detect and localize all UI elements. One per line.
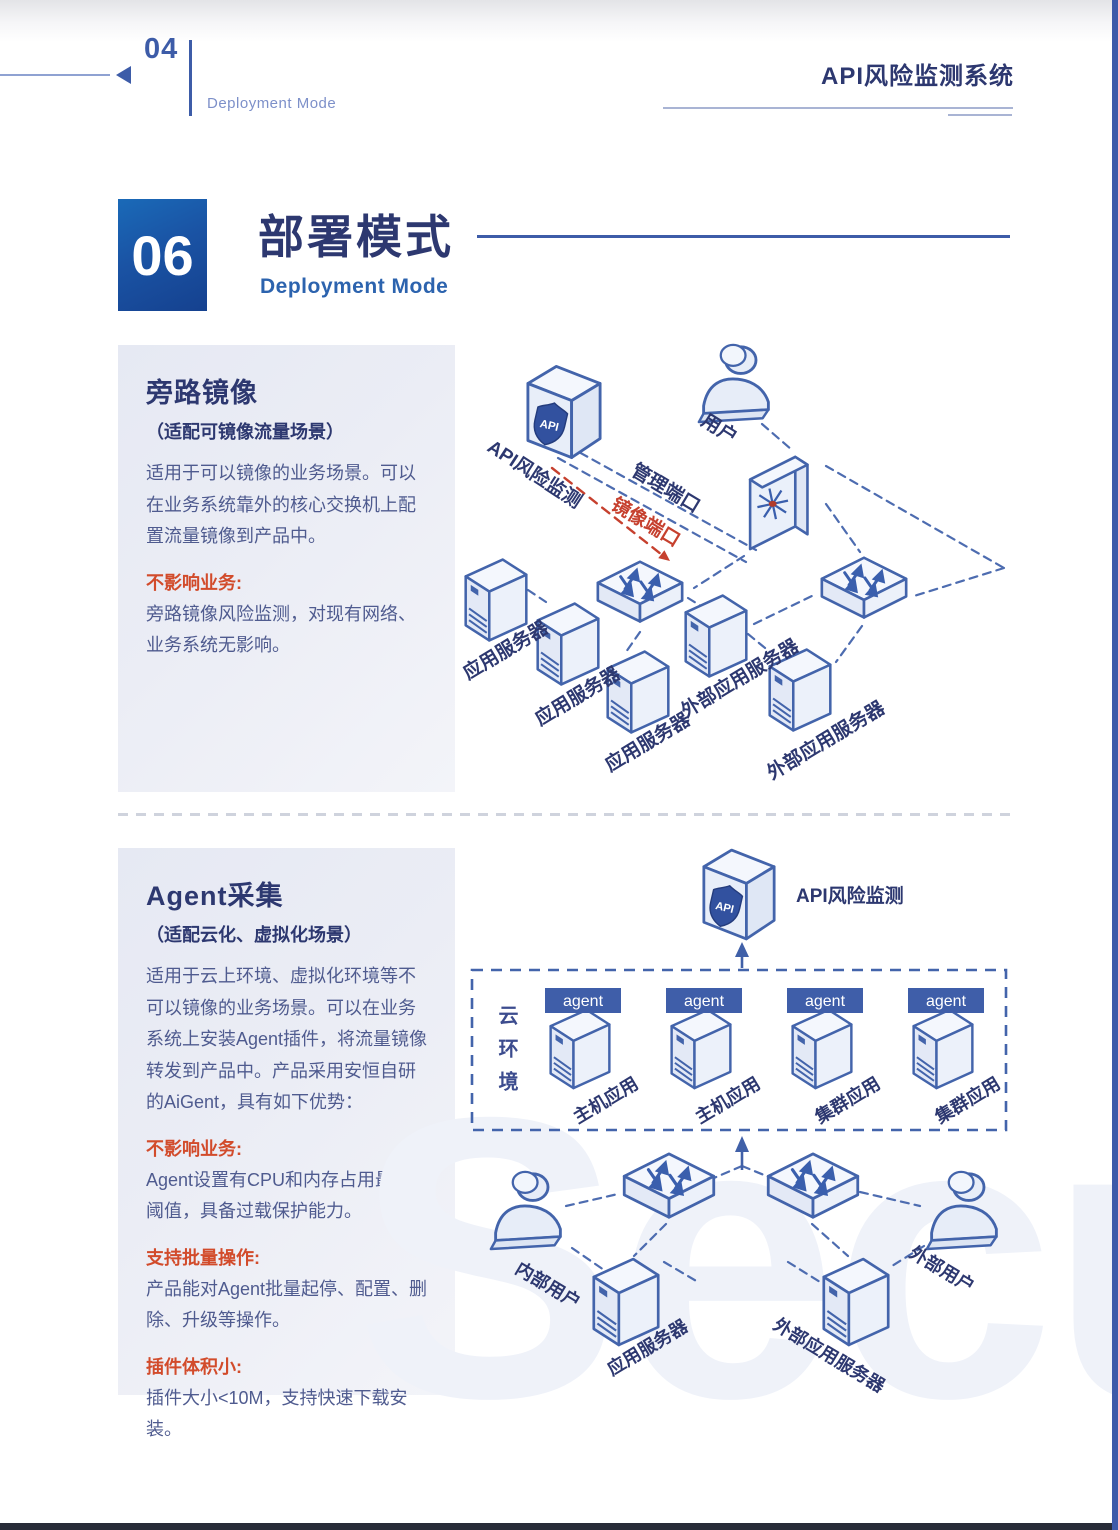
switch-icon xyxy=(820,556,908,619)
agent-node-group: agent agent agent agent 主机应用 主机应用 集群应用 集… xyxy=(545,988,1004,1128)
panel2-feature1-title: 不影响业务: xyxy=(146,1138,242,1159)
panel1-title: 旁路镜像 xyxy=(146,378,258,408)
server-icon xyxy=(536,602,600,686)
server-icon xyxy=(606,650,670,734)
agent-collect-panel: Agent采集 （适配云化、虚拟化场景） 适用于云上环境、虚拟化环境等不可以镜像… xyxy=(118,848,455,1439)
switch-icon xyxy=(596,560,684,623)
switch-icon xyxy=(766,1152,860,1219)
section-title-rule xyxy=(477,235,1010,238)
panel2-feature1-body: Agent设置有CPU和内存占用最大阈值，具备过载保护能力。 xyxy=(146,1169,412,1222)
agent-banner-label: agent xyxy=(563,993,604,1010)
header-underline-short xyxy=(948,114,1012,116)
core-switch-icon xyxy=(748,455,809,551)
server-icon xyxy=(464,558,528,642)
header-underline-long xyxy=(663,107,1013,109)
watermark: Secure xyxy=(355,1034,1118,1481)
server-icon xyxy=(684,594,748,678)
api-monitor-label: API风险监测 xyxy=(796,884,904,907)
external-user-icon xyxy=(925,1170,998,1251)
agent-banner-label: agent xyxy=(684,993,725,1010)
section-divider xyxy=(118,813,1012,816)
server-icon xyxy=(592,1257,660,1347)
section-title: 部署模式 xyxy=(258,211,454,263)
agent-banner-label: agent xyxy=(926,993,967,1010)
server-icon xyxy=(822,1257,890,1347)
up-arrow-to-cloud xyxy=(735,1136,749,1170)
panel1-subtitle: （适配可镜像流量场景） xyxy=(146,422,344,442)
section-number-badge: 06 xyxy=(118,199,207,311)
page-bottom-bar xyxy=(0,1523,1118,1530)
management-dashed-lines xyxy=(526,422,1006,664)
panel2-feature2-title: 支持批量操作: xyxy=(146,1247,260,1268)
agent-dashed-lines xyxy=(564,1164,926,1284)
panel2-feature3-body: 插件大小<10M，支持快速下载安装。 xyxy=(146,1387,408,1440)
panel2-feature3-title: 插件体积小: xyxy=(146,1356,242,1377)
agent-collect-diagram: API风险监测 agent agent agent agent 主机应用 xyxy=(470,848,1008,1397)
cloud-env-label: 云环境 xyxy=(495,1005,517,1104)
cloud-env-boundary xyxy=(470,968,1008,1132)
up-arrow-to-api xyxy=(735,942,749,968)
page-right-edge xyxy=(1112,0,1118,1530)
document-title: API风险监测系统 xyxy=(820,63,1014,90)
panel2-body: 适用于云上环境、虚拟化环境等不可以镜像的业务场景。可以在业务系统上安装Agent… xyxy=(146,966,428,1112)
section-subtitle: Deployment Mode xyxy=(260,275,449,298)
panel1-body: 适用于可以镜像的业务场景。可以在业务系统靠外的核心交换机上配置流量镜像到产品中。 xyxy=(146,463,416,546)
bypass-mirror-panel: 旁路镜像 （适配可镜像流量场景） 适用于可以镜像的业务场景。可以在业务系统靠外的… xyxy=(118,345,455,792)
panel2-title: Agent采集 xyxy=(146,881,284,911)
server-icon xyxy=(791,1008,853,1090)
api-monitor-box-icon xyxy=(702,848,776,941)
internal-user-label: 内部用户 xyxy=(512,1257,585,1312)
left-arrow-icon xyxy=(116,66,131,84)
agent-banner-label: agent xyxy=(805,993,846,1010)
page-number: 04 xyxy=(144,33,179,65)
api-monitor-box-icon xyxy=(526,364,602,460)
header-divider-line xyxy=(189,40,192,116)
internal-user-icon xyxy=(489,1170,562,1251)
header-rule-left xyxy=(0,74,110,76)
agent-banners: agent agent agent agent xyxy=(545,988,984,1013)
header-subtitle: Deployment Mode xyxy=(207,95,337,112)
server-icon xyxy=(549,1008,611,1090)
panel1-highlight-body: 旁路镜像风险监测，对现有网络、业务系统无影响。 xyxy=(146,603,416,656)
server-icon xyxy=(912,1008,974,1090)
switch-icon xyxy=(622,1152,716,1219)
panel1-highlight-title: 不影响业务: xyxy=(146,572,242,593)
panel2-subtitle: （适配云化、虚拟化场景） xyxy=(146,925,362,945)
page-top-gradient xyxy=(0,0,1118,42)
mirror-dashed-line xyxy=(550,466,670,561)
server-icon xyxy=(670,1008,732,1090)
external-user-label: 外部用户 xyxy=(906,1241,979,1296)
bypass-mirror-diagram: API风险监测 用户 管理端口 镜像端口 应用服务器 应用服务器 应用服务器 外… xyxy=(459,343,1006,784)
panel2-feature2-body: 产品能对Agent批量起停、配置、删除、升级等操作。 xyxy=(146,1278,428,1331)
